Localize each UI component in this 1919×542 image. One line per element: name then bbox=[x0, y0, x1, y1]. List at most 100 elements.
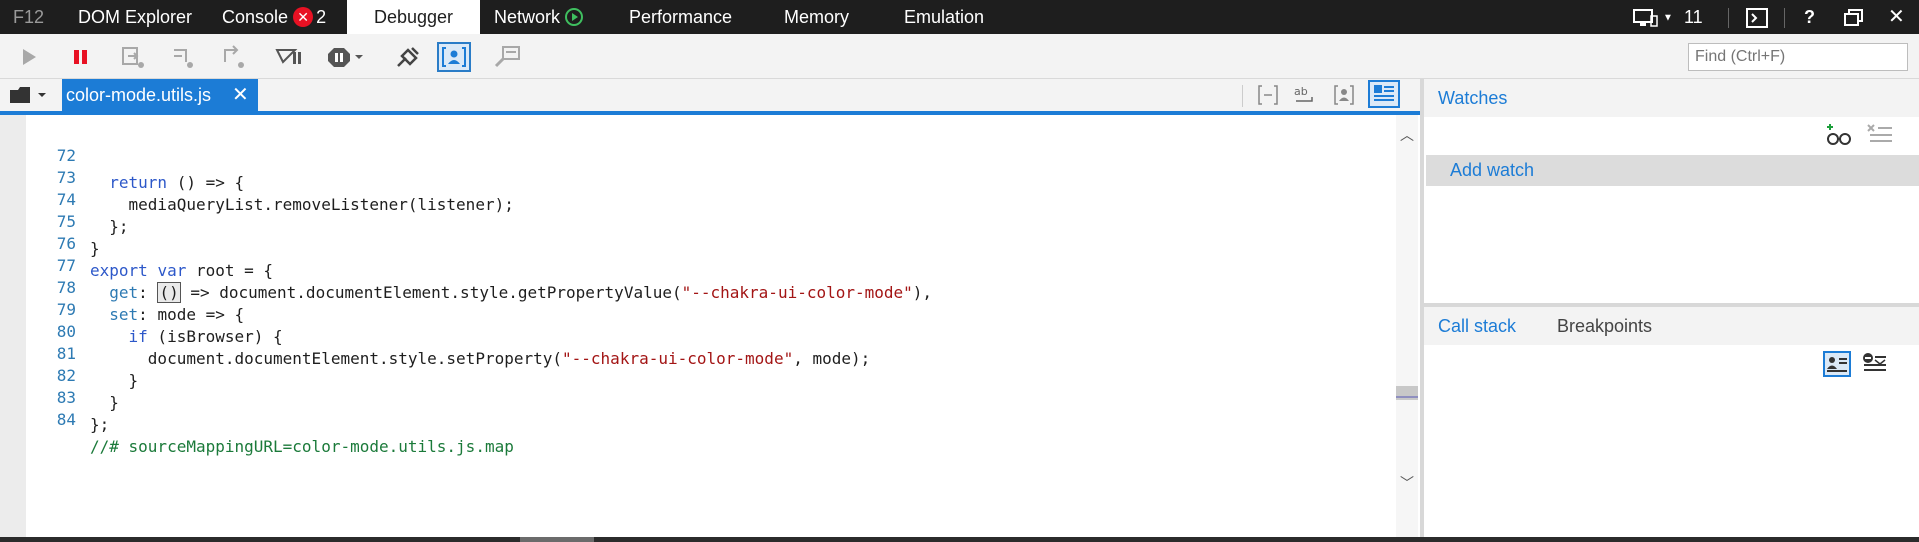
break-icon bbox=[74, 50, 87, 64]
disconnect-debugger-button[interactable] bbox=[390, 42, 424, 72]
show-frame-details-button[interactable] bbox=[1823, 351, 1851, 377]
line-number: 81 bbox=[56, 344, 76, 363]
divider bbox=[1728, 8, 1729, 28]
watches-header: Watches bbox=[1424, 79, 1919, 117]
target-picker[interactable]: ▼ 11 bbox=[1632, 0, 1703, 34]
f12-label: F12 bbox=[13, 7, 45, 27]
file-tab[interactable]: color-mode.utils.js ✕ bbox=[62, 79, 258, 112]
line-number: 79 bbox=[56, 300, 76, 319]
tab-network-label: Network bbox=[494, 7, 561, 27]
undock-icon[interactable] bbox=[1844, 0, 1864, 34]
line-text: return () => { bbox=[109, 173, 245, 192]
tab-memory[interactable]: Memory bbox=[784, 7, 850, 27]
step-out-button[interactable] bbox=[217, 42, 251, 72]
network-play-icon bbox=[565, 7, 584, 26]
debug-just-my-code-button[interactable] bbox=[1332, 83, 1356, 112]
source-maps-icon bbox=[494, 46, 520, 68]
line-text: } bbox=[90, 239, 100, 258]
code-line: 74 }; bbox=[26, 159, 129, 236]
tab-network[interactable]: Network bbox=[494, 0, 584, 34]
line-number: 82 bbox=[56, 366, 76, 385]
call-stack-header: Call stack Breakpoints bbox=[1424, 307, 1919, 345]
continue-icon bbox=[23, 49, 36, 65]
just-my-code-button[interactable] bbox=[437, 42, 471, 72]
horizontal-scrollbar[interactable] bbox=[0, 537, 1919, 542]
break-on-new-worker-icon bbox=[275, 49, 301, 64]
continue-button[interactable] bbox=[12, 42, 46, 72]
break-on-new-worker-button[interactable] bbox=[271, 42, 305, 72]
close-tab-icon[interactable]: ✕ bbox=[232, 84, 249, 106]
line-text: }; bbox=[90, 415, 110, 434]
line-text: if (isBrowser) { bbox=[128, 327, 283, 346]
help-icon[interactable]: ? bbox=[1804, 7, 1815, 27]
async-frames-icon bbox=[1863, 353, 1886, 371]
code-line: 81 } bbox=[26, 313, 138, 390]
line-text: //# sourceMappingURL=color-mode.utils.js… bbox=[90, 437, 514, 456]
find-input[interactable] bbox=[1688, 43, 1908, 71]
pretty-print-icon bbox=[1258, 85, 1278, 105]
tab-performance[interactable]: Performance bbox=[629, 7, 733, 27]
editor-accent-rule bbox=[0, 111, 1422, 115]
remove-all-watches-button[interactable] bbox=[1866, 122, 1894, 153]
editor-scrollbar[interactable]: ︿ ﹀ bbox=[1396, 115, 1418, 537]
exception-behavior-button[interactable] bbox=[325, 42, 369, 72]
line-number: 73 bbox=[56, 168, 76, 187]
break-button[interactable] bbox=[64, 42, 98, 72]
divider bbox=[1242, 85, 1243, 107]
console-toggle-button[interactable] bbox=[1746, 0, 1768, 34]
source-maps-button[interactable] bbox=[490, 42, 524, 72]
line-number: 75 bbox=[56, 212, 76, 231]
pane-divider[interactable] bbox=[1424, 303, 1919, 307]
tab-console[interactable]: Console ✕2 bbox=[222, 0, 326, 34]
add-watch-row[interactable]: Add watch bbox=[1426, 155, 1919, 186]
step-out-icon bbox=[224, 45, 244, 68]
console-error-count: 2 bbox=[316, 7, 327, 27]
code-line: 78 set: mode => { bbox=[26, 247, 244, 324]
target-count: 11 bbox=[1683, 7, 1703, 27]
word-wrap-button[interactable]: ab bbox=[1292, 83, 1318, 112]
line-text: } bbox=[90, 371, 139, 390]
close-icon[interactable]: ✕ bbox=[1888, 6, 1905, 28]
async-frames-button[interactable] bbox=[1860, 351, 1888, 382]
word-wrap-icon: ab bbox=[1294, 85, 1313, 102]
horizontal-scroll-thumb[interactable] bbox=[520, 537, 594, 542]
pretty-print-button[interactable] bbox=[1256, 83, 1280, 112]
line-text: }; bbox=[90, 217, 129, 236]
tab-emulation[interactable]: Emulation bbox=[904, 7, 985, 27]
scroll-up-icon[interactable]: ︿ bbox=[1400, 127, 1414, 143]
watches-title: Watches bbox=[1438, 88, 1508, 108]
tab-breakpoints[interactable]: Breakpoints bbox=[1557, 316, 1653, 336]
side-pane: Watches Add watch Call stack Breakpoints bbox=[1424, 79, 1919, 542]
step-over-button[interactable] bbox=[166, 42, 200, 72]
code-line: 77 get: () => document.documentElement.s… bbox=[26, 225, 932, 303]
pane-splitter[interactable] bbox=[1420, 79, 1424, 542]
file-tab-bar: color-mode.utils.js ✕ ab bbox=[0, 79, 1422, 112]
panel-layout-icon bbox=[1374, 85, 1394, 101]
line-number: 84 bbox=[56, 410, 76, 429]
code-editor[interactable]: 72 return () => { 73 mediaQueryList.remo… bbox=[26, 115, 1396, 537]
step-into-button[interactable] bbox=[117, 42, 151, 72]
line-text: mediaQueryList.removeListener(listener); bbox=[90, 195, 514, 214]
line-text: document.documentElement.style.setProper… bbox=[90, 349, 871, 368]
code-line: 73 mediaQueryList.removeListener(listene… bbox=[26, 137, 514, 214]
toggle-panel-button[interactable] bbox=[1368, 80, 1400, 108]
code-line: 75 } bbox=[26, 181, 100, 258]
breakpoint-gutter[interactable] bbox=[0, 115, 26, 537]
code-line: 83 }; bbox=[26, 357, 110, 434]
devtools-tab-bar: F12 DOM Explorer Console ✕2 Debugger Net… bbox=[0, 0, 1919, 34]
tab-dom-explorer[interactable]: DOM Explorer bbox=[78, 7, 193, 27]
line-text: get: () => document.documentElement.styl… bbox=[109, 282, 933, 303]
open-document-button[interactable] bbox=[8, 84, 50, 111]
line-number: 74 bbox=[56, 190, 76, 209]
tab-call-stack[interactable]: Call stack bbox=[1438, 316, 1517, 336]
line-text: } bbox=[90, 393, 119, 412]
exception-behavior-icon bbox=[328, 48, 363, 67]
frame-details-icon bbox=[1827, 357, 1847, 372]
debugger-toolbar bbox=[0, 34, 1919, 79]
tab-debugger[interactable]: Debugger bbox=[347, 0, 480, 34]
code-line: 79 if (isBrowser) { bbox=[26, 269, 283, 346]
add-watch-button[interactable] bbox=[1824, 122, 1852, 153]
delete-all-icon bbox=[1867, 124, 1892, 142]
svg-text:ab: ab bbox=[1294, 85, 1308, 98]
scroll-down-icon[interactable]: ﹀ bbox=[1400, 475, 1414, 491]
